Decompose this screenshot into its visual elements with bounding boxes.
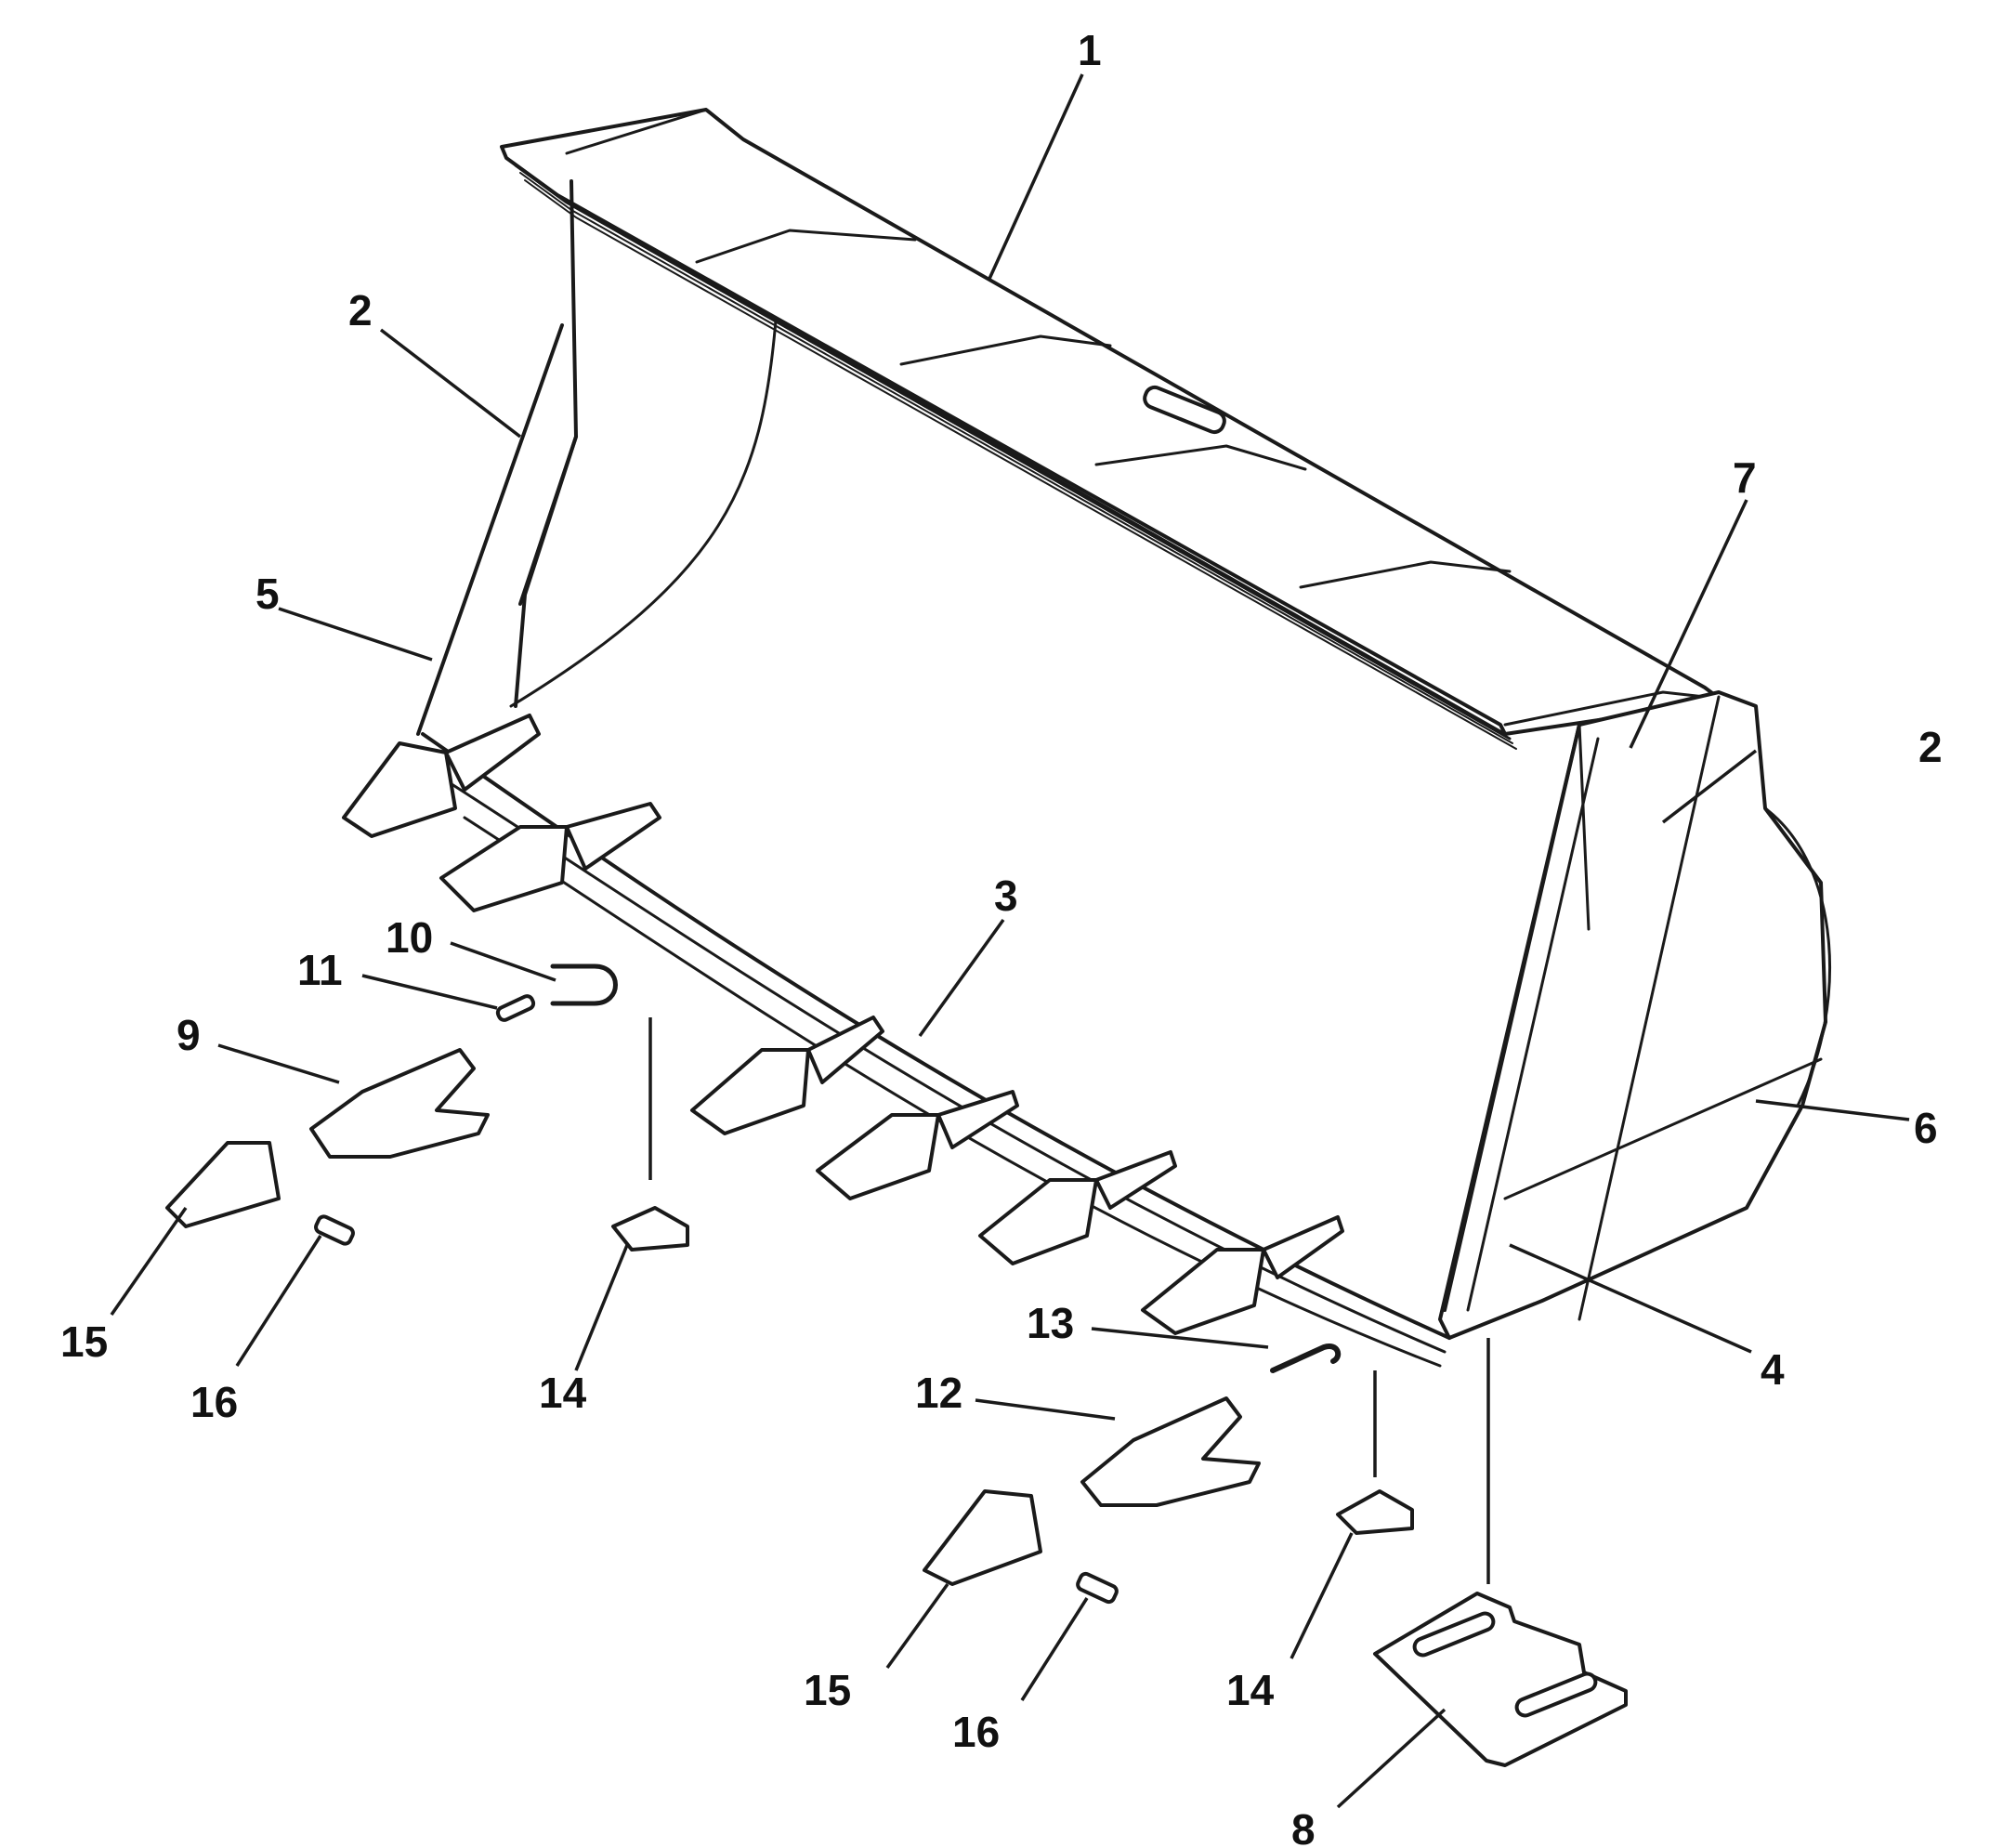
pin-part-16-left (314, 1214, 355, 1246)
callout-4: 4 (1761, 1345, 1785, 1394)
callout-9: 9 (177, 1011, 201, 1059)
tooth-point-part-12 (1080, 1396, 1261, 1507)
u-pin-part-10 (550, 963, 618, 1006)
bucket-body (342, 108, 1831, 1368)
pin-part-13 (1270, 1343, 1342, 1373)
callout-12: 12 (915, 1369, 962, 1417)
callout-16-right: 16 (952, 1708, 1000, 1756)
callout-14-left: 14 (539, 1369, 587, 1417)
wear-plate-part-8 (1373, 1592, 1628, 1767)
callouts: 1 2 2 3 4 5 6 7 8 9 10 11 12 13 14 14 15… (60, 26, 1943, 1848)
callout-3: 3 (994, 872, 1018, 920)
wear-block-part-14-right (1336, 1489, 1414, 1535)
wear-block-part-14-left (611, 1206, 689, 1252)
callout-2-left: 2 (348, 286, 373, 334)
callout-8: 8 (1291, 1805, 1316, 1848)
adapter-part-15-right (923, 1489, 1042, 1586)
right-side-plate (1438, 690, 1831, 1340)
callout-7: 7 (1733, 453, 1757, 502)
callout-13: 13 (1027, 1299, 1074, 1347)
callout-15-right: 15 (804, 1666, 851, 1714)
pin-part-16-right (1076, 1571, 1119, 1605)
callout-2-right: 2 (1918, 723, 1943, 771)
callout-5: 5 (255, 570, 280, 618)
loose-parts (165, 963, 1628, 1767)
callout-15-left: 15 (60, 1317, 108, 1366)
tooth-point-part-9 (309, 1048, 490, 1159)
callout-6: 6 (1914, 1104, 1938, 1152)
left-side-plate (416, 179, 778, 736)
leader-lines (110, 73, 1910, 1809)
callout-11: 11 (297, 946, 343, 994)
callout-14-right: 14 (1226, 1666, 1275, 1714)
callout-16-left: 16 (190, 1378, 238, 1426)
tooth-adapters (342, 714, 1344, 1335)
callout-10: 10 (386, 913, 433, 962)
small-pin-part-11 (495, 994, 536, 1022)
adapter-part-15-left (165, 1141, 281, 1228)
callout-1: 1 (1078, 26, 1102, 74)
spill-guard-part-1 (500, 108, 1725, 750)
